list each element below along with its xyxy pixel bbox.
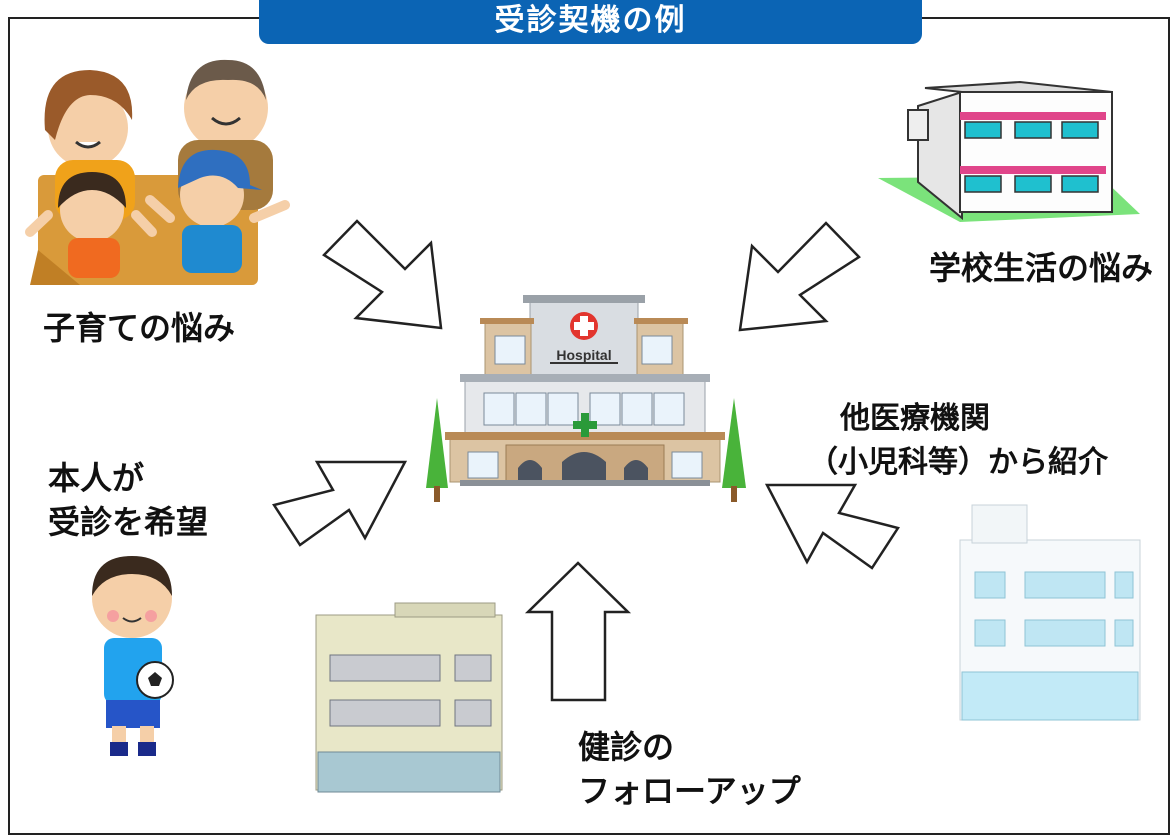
title-text: 受診契機の例 bbox=[494, 3, 687, 38]
arrow-from-parenting bbox=[322, 219, 443, 330]
boy-illustration bbox=[92, 556, 174, 756]
label-parenting: 子育ての悩み bbox=[43, 309, 236, 347]
school-illustration bbox=[878, 80, 1140, 222]
arrow-from-referral bbox=[764, 483, 900, 570]
family-illustration bbox=[25, 59, 290, 285]
arrow-from-school bbox=[738, 221, 861, 332]
arrow-from-self bbox=[272, 460, 408, 547]
title-banner: 受診契機の例 bbox=[259, 0, 922, 44]
label-checkup: 健診の フォローアップ bbox=[578, 728, 801, 810]
medical-building-illustration bbox=[959, 504, 1141, 721]
label-self-request: 本人が 受診を希望 bbox=[48, 459, 209, 541]
hospital-sign-text: Hospital bbox=[556, 347, 611, 363]
clinic-building-illustration bbox=[315, 602, 503, 793]
label-referral: 他医療機関 （小児科等）から紹介 bbox=[808, 401, 1108, 480]
hospital-illustration: Hospital bbox=[426, 295, 746, 502]
arrow-from-checkup bbox=[524, 561, 632, 702]
label-school: 学校生活の悩み bbox=[929, 249, 1154, 287]
